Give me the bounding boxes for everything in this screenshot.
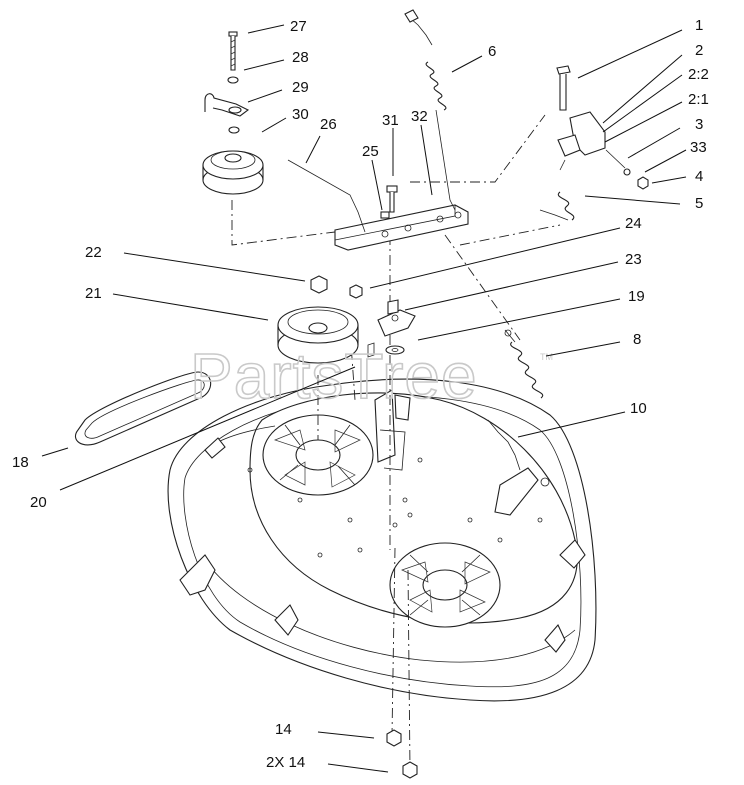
callout-21: 21 bbox=[85, 285, 102, 302]
spring-8 bbox=[504, 329, 544, 399]
nut-2x14 bbox=[402, 761, 418, 779]
idler-pulley-30 bbox=[202, 150, 264, 195]
nut-14 bbox=[386, 729, 402, 747]
callout-2-2: 2:2 bbox=[688, 66, 709, 83]
callout-31: 31 bbox=[382, 112, 399, 129]
mower-deck bbox=[167, 378, 597, 702]
rod-10 bbox=[487, 419, 521, 471]
nut-4 bbox=[637, 176, 649, 190]
callout-14: 14 bbox=[275, 721, 292, 738]
callout-19: 19 bbox=[628, 288, 645, 305]
drive-belt bbox=[74, 371, 212, 446]
bolt-3 bbox=[605, 149, 631, 176]
callout-29: 29 bbox=[292, 79, 309, 96]
callout-6: 6 bbox=[488, 43, 496, 60]
bolt-27 bbox=[228, 31, 238, 71]
watermark-tm: TM bbox=[540, 352, 553, 362]
rod-26 bbox=[287, 159, 366, 233]
callout-8: 8 bbox=[633, 331, 641, 348]
spring-5 bbox=[539, 191, 575, 221]
callout-1: 1 bbox=[695, 17, 703, 34]
bolt-31 bbox=[386, 185, 398, 213]
nut-22 bbox=[310, 275, 328, 294]
callout-4: 4 bbox=[695, 168, 703, 185]
bracket-23 bbox=[377, 299, 416, 337]
idler-arm-32 bbox=[334, 204, 469, 251]
callout-3: 3 bbox=[695, 116, 703, 133]
callout-23: 23 bbox=[625, 251, 642, 268]
washer-28 bbox=[227, 76, 239, 84]
spacer-29 bbox=[204, 93, 250, 134]
nut-25 bbox=[380, 211, 390, 219]
callout-28: 28 bbox=[292, 49, 309, 66]
spindle-pulley-21 bbox=[277, 306, 359, 364]
callout-10: 10 bbox=[630, 400, 647, 417]
washer-19 bbox=[367, 342, 405, 358]
callout-24: 24 bbox=[625, 215, 642, 232]
nut-24 bbox=[349, 284, 363, 299]
callout-32: 32 bbox=[411, 108, 428, 125]
spring-6 bbox=[404, 9, 456, 211]
callout-5: 5 bbox=[695, 195, 703, 212]
callout-22: 22 bbox=[85, 244, 102, 261]
callout-27: 27 bbox=[290, 18, 307, 35]
callout-20: 20 bbox=[30, 494, 47, 511]
callout-26: 26 bbox=[320, 116, 337, 133]
centerlines bbox=[231, 114, 561, 771]
pivot-bolt-1 bbox=[556, 65, 571, 111]
callout-25: 25 bbox=[362, 143, 379, 160]
callout-labels: 1 2 2:2 2:1 3 33 4 5 6 8 10 14 2X 14 18 … bbox=[12, 17, 709, 771]
callout-2-1: 2:1 bbox=[688, 91, 709, 108]
callout-18: 18 bbox=[12, 454, 29, 471]
callout-2: 2 bbox=[695, 42, 703, 59]
callout-30: 30 bbox=[292, 106, 309, 123]
pivot-bracket-2 bbox=[557, 111, 606, 171]
callout-33: 33 bbox=[690, 139, 707, 156]
leader-lines bbox=[41, 24, 687, 773]
callout-2x14: 2X 14 bbox=[266, 754, 305, 771]
